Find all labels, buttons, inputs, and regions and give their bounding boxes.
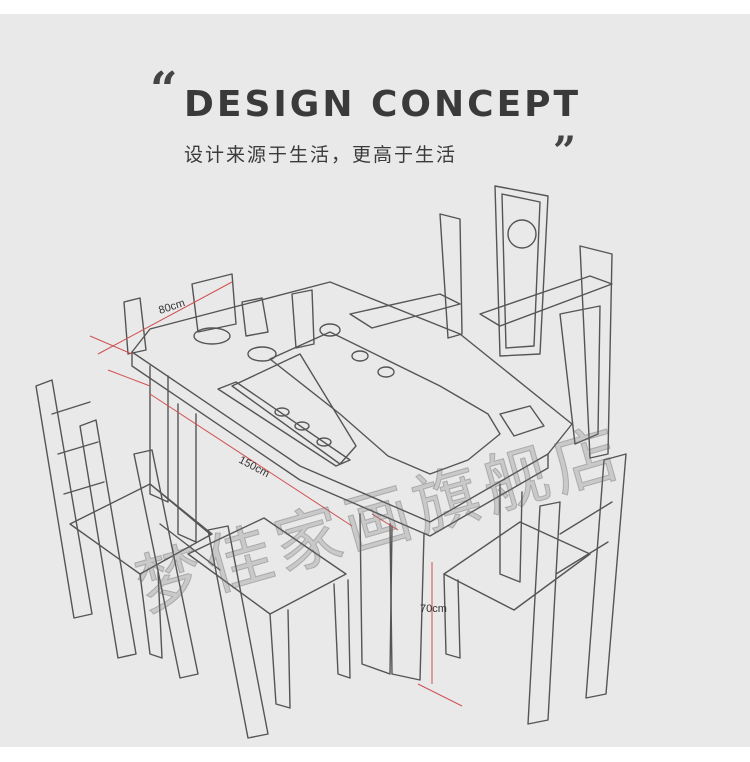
design-concept-panel: “ DESIGN CONCEPT 设计来源于生活，更高于生活 ” <box>0 14 750 747</box>
left-chair <box>35 379 213 659</box>
tea-set <box>191 273 545 447</box>
table-top <box>131 281 573 537</box>
back-armchair <box>349 185 613 459</box>
open-quote-mark: “ <box>150 62 178 118</box>
left-back-chair <box>123 297 147 355</box>
dimension-lines <box>89 281 463 707</box>
front-center-chair <box>133 449 351 739</box>
subheadline: 设计来源于生活，更高于生活 <box>184 144 458 166</box>
table-legs <box>149 365 523 681</box>
tea-table-sketch: 80cm 150cm 70cm <box>35 185 627 739</box>
close-quote-mark: ” <box>553 128 577 175</box>
height-dimension-label: 70cm <box>420 603 447 615</box>
headline: DESIGN CONCEPT <box>184 84 582 125</box>
right-chair <box>443 453 627 725</box>
length-dimension-label: 150cm <box>237 454 272 480</box>
